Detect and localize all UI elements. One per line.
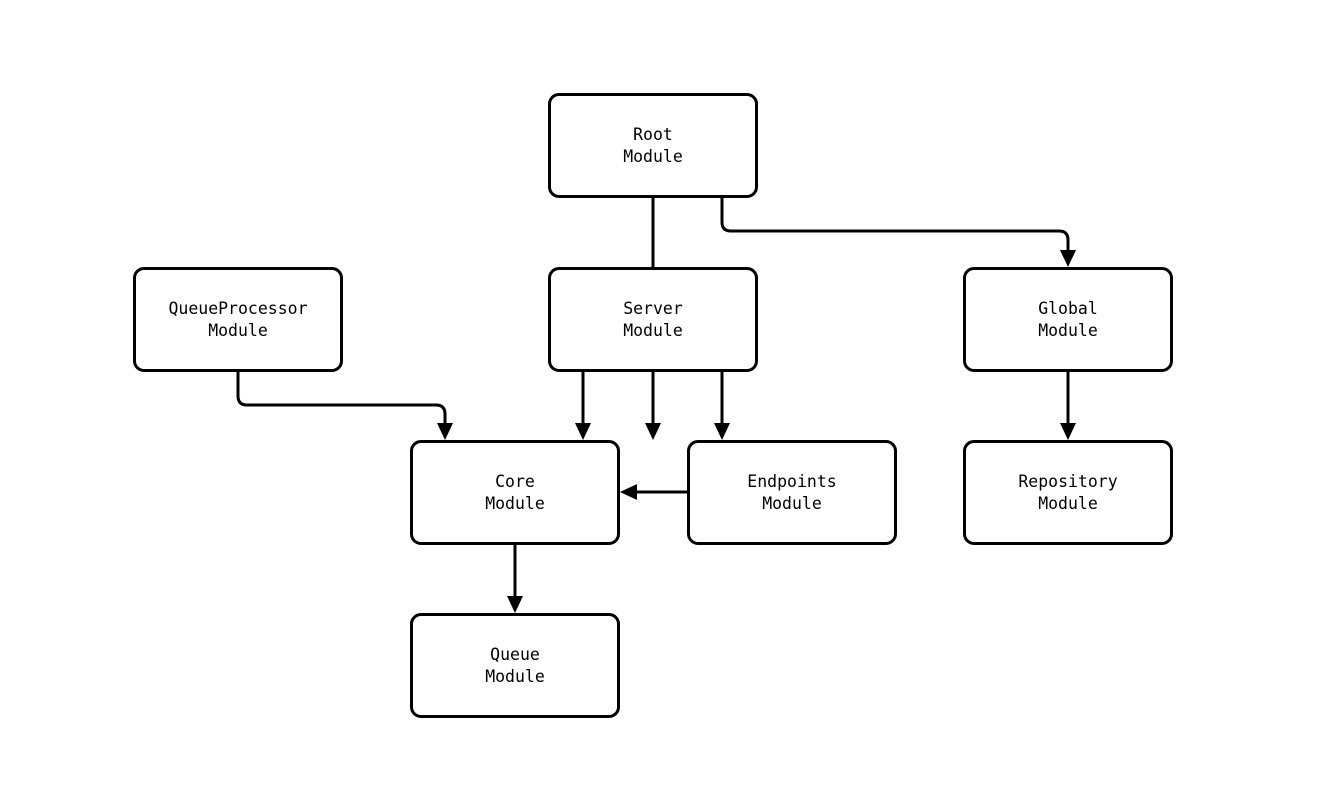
edge-endpoints-to-core: [620, 484, 687, 500]
edge-queueprocessor-to-core: [236, 372, 453, 440]
edge-line: [236, 372, 447, 428]
node-label-queue: Queue Module: [485, 644, 545, 686]
node-queueprocessor[interactable]: QueueProcessor Module: [133, 267, 343, 372]
arrowhead-icon: [437, 423, 453, 440]
node-label-core: Core Module: [485, 471, 545, 513]
edge-core-to-queue: [507, 545, 523, 613]
arrowhead-icon: [714, 423, 730, 440]
node-label-root: Root Module: [623, 124, 683, 166]
node-label-repository: Repository Module: [1018, 471, 1118, 513]
node-label-server: Server Module: [623, 298, 683, 340]
node-label-endpoints: Endpoints Module: [747, 471, 837, 513]
node-server[interactable]: Server Module: [548, 267, 758, 372]
edge-root-to-global: [720, 198, 1076, 267]
node-label-global: Global Module: [1038, 298, 1098, 340]
node-core[interactable]: Core Module: [410, 440, 620, 545]
edge-global-to-repository: [1060, 372, 1076, 440]
node-endpoints[interactable]: Endpoints Module: [687, 440, 897, 545]
arrowhead-icon: [1060, 423, 1076, 440]
edge-line: [720, 198, 1070, 255]
arrowhead-icon: [507, 596, 523, 613]
node-repository[interactable]: Repository Module: [963, 440, 1173, 545]
arrowhead-icon: [620, 484, 637, 500]
arrowhead-icon: [645, 423, 661, 440]
edge-server-to-core: [575, 372, 591, 440]
edge-server-to-endpoints: [714, 372, 730, 440]
node-global[interactable]: Global Module: [963, 267, 1173, 372]
node-root[interactable]: Root Module: [548, 93, 758, 198]
node-label-queueprocessor: QueueProcessor Module: [168, 298, 308, 340]
arrowhead-icon: [1060, 250, 1076, 267]
node-queue[interactable]: Queue Module: [410, 613, 620, 718]
arrowhead-icon: [575, 423, 591, 440]
